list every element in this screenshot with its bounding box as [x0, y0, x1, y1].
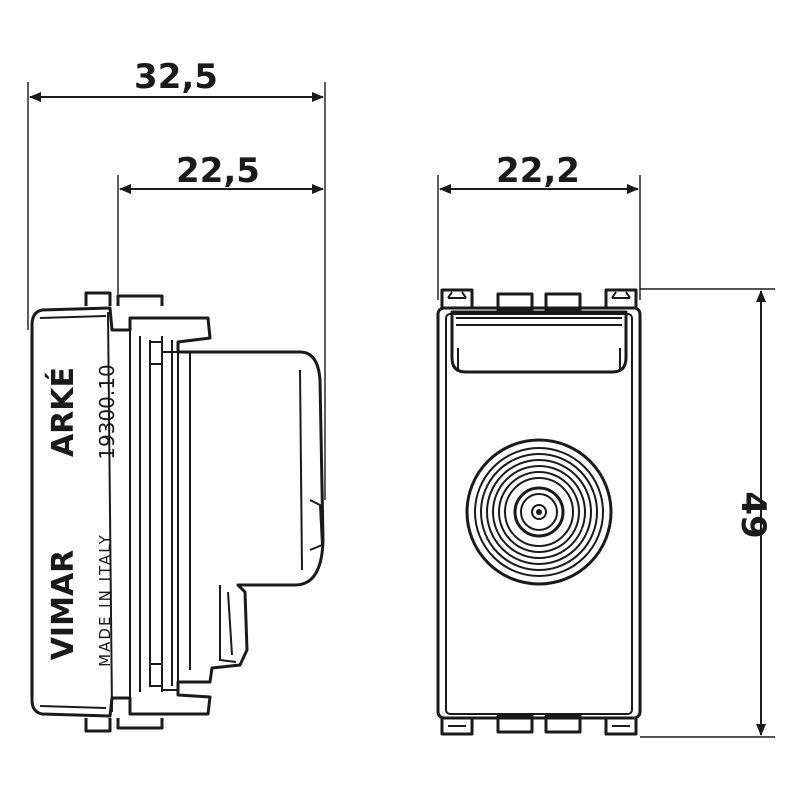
- front-view: [436, 288, 642, 736]
- coaxial-connector-icon: [465, 438, 613, 586]
- origin-text: MADE IN ITALY: [96, 533, 114, 667]
- dimension-body-depth: 22,5: [117, 151, 324, 300]
- series-logo: ARKÉ: [45, 367, 81, 457]
- side-view: ARKÉ 19300.10 VIMAR MADE IN ITALY: [30, 291, 325, 733]
- dimension-label-overall-depth: 32,5: [134, 57, 218, 97]
- brand-logo: VIMAR: [46, 550, 81, 661]
- dimension-overall-depth: 32,5: [27, 57, 326, 500]
- part-number: 19300.10: [95, 364, 119, 459]
- dimension-label-height: 49: [733, 491, 773, 538]
- dimension-label-body-depth: 22,5: [176, 151, 260, 191]
- dimension-label-front-width: 22,2: [496, 151, 580, 191]
- dimension-front-width: 22,2: [437, 151, 641, 300]
- dimension-height: 49: [640, 288, 775, 738]
